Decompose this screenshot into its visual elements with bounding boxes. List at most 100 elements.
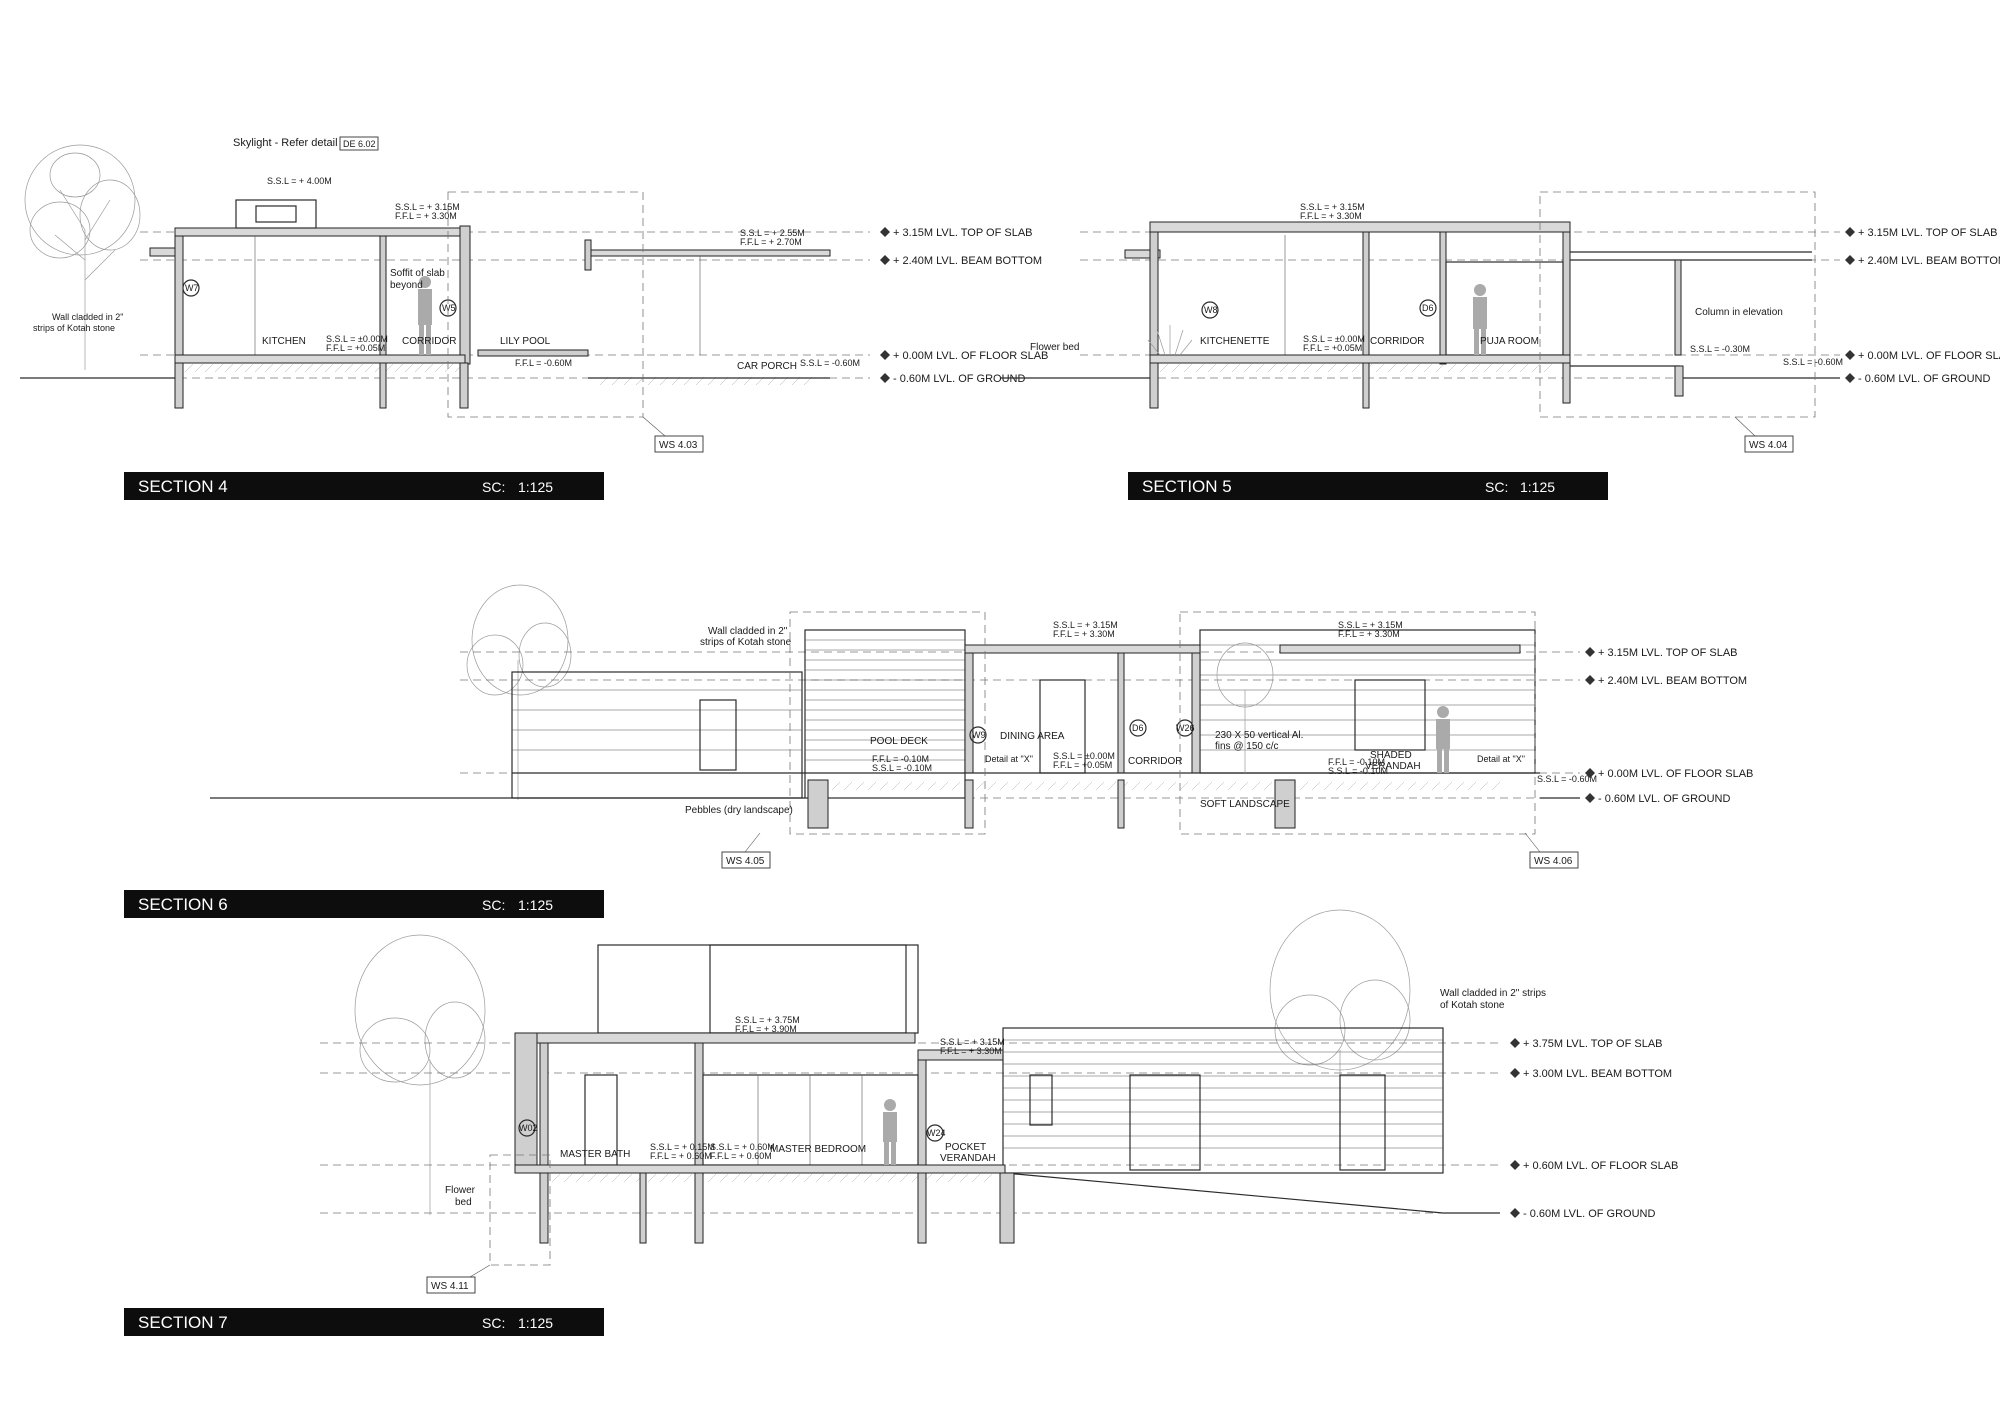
ssl-top-5: S.S.L = + 3.15M — [1300, 202, 1365, 212]
ssl-porch: S.S.L = + 2.55M — [740, 228, 805, 238]
section-6-scale-label: SC: — [482, 897, 505, 913]
ref-ws-4-04: WS 4.04 — [1749, 440, 1788, 451]
level-floor-slab-6: + 0.00M LVL. OF FLOOR SLAB — [1598, 768, 1753, 780]
ssl-top-7: S.S.L = + 3.75M — [735, 1015, 800, 1025]
level-beam-bottom-5: + 2.40M LVL. BEAM BOTTOM — [1858, 255, 2000, 267]
ssl-floor-4: S.S.L = ±0.00M — [326, 334, 388, 344]
pebbles-note: Pebbles (dry landscape) — [685, 805, 793, 816]
ffl-ver: F.F.L = -0.10M — [1328, 757, 1385, 767]
room-master-bath: MASTER BATH — [560, 1149, 630, 1160]
level-top-slab-5: + 3.15M LVL. TOP OF SLAB — [1858, 227, 1998, 239]
level-legend-section-6: + 3.15M LVL. TOP OF SLAB + 2.40M LVL. BE… — [1585, 647, 1753, 805]
section-4-title-bar — [124, 472, 604, 500]
room-car-porch: CAR PORCH — [737, 361, 797, 372]
ssl-bed: S.S.L = + 0.60M — [710, 1142, 775, 1152]
d6-tag-5: D6 — [1422, 303, 1434, 313]
flower-bed-5: Flower bed — [1030, 342, 1079, 353]
soffit-note-b: beyond — [390, 280, 423, 291]
ssl-mid-7: S.S.L = + 3.15M — [940, 1037, 1005, 1047]
ffl-deck: F.F.L = -0.10M — [872, 754, 929, 764]
section-6-scale: 1:125 — [518, 897, 553, 913]
ffl-b-6: F.F.L = + 3.30M — [1338, 629, 1400, 639]
section-5-title: SECTION 5 — [1142, 477, 1232, 496]
section-7-drawing: W02 W24 S.S.L = + 3.75M F.F.L = + 3.90M … — [124, 909, 1546, 1336]
room-verandah-6: VERANDAH — [1365, 761, 1421, 772]
ssl-floor-5: S.S.L = ±0.00M — [1303, 334, 1365, 344]
room-lily-pool: LILY POOL — [500, 336, 551, 347]
room-pocket: POCKET — [945, 1142, 986, 1153]
flower-bed-7: Flower — [445, 1185, 476, 1196]
level-beam-bottom-7: + 3.00M LVL. BEAM BOTTOM — [1523, 1068, 1672, 1080]
ffl-top-5: F.F.L = + 3.30M — [1300, 211, 1362, 221]
column-note: Column in elevation — [1695, 307, 1783, 318]
tree-illustration — [354, 934, 486, 1215]
ssl-deck: S.S.L = -0.10M — [872, 763, 932, 773]
ffl-a-6: F.F.L = + 3.30M — [1053, 629, 1115, 639]
ssl-porch-floor: S.S.L = -0.60M — [800, 358, 860, 368]
section-5-title-bar — [1128, 472, 1608, 500]
section-7-scale-label: SC: — [482, 1315, 505, 1331]
w7-tag: W7 — [185, 283, 199, 293]
level-floor-slab-7: + 0.60M LVL. OF FLOOR SLAB — [1523, 1160, 1678, 1172]
level-legend-section-4: + 3.15M LVL. TOP OF SLAB + 2.40M LVL. BE… — [880, 227, 1048, 385]
skylight-ssl: S.S.L = + 4.00M — [267, 176, 332, 186]
section-4-title: SECTION 4 — [138, 477, 228, 496]
fins-note-b: fins @ 150 c/c — [1215, 741, 1279, 752]
ref-ws-4-11: WS 4.11 — [431, 1281, 469, 1292]
room-kitchenette: KITCHENETTE — [1200, 336, 1270, 347]
section-5-scale-label: SC: — [1485, 479, 1508, 495]
level-floor-slab-4: + 0.00M LVL. OF FLOOR SLAB — [893, 350, 1048, 362]
w8-tag: W8 — [1204, 305, 1218, 315]
room-corridor-4: CORRIDOR — [402, 336, 456, 347]
section-5-drawing: W8 D6 S.S.L = + 3.15M F.F.L = + 3.30M Fl… — [1000, 191, 1843, 500]
section-4-scale-label: SC: — [482, 479, 505, 495]
room-corridor-6: CORRIDOR — [1128, 756, 1182, 767]
skylight-note: Skylight - Refer detail — [233, 137, 338, 149]
level-legend-section-7: + 3.75M LVL. TOP OF SLAB + 3.00M LVL. BE… — [1510, 1038, 1678, 1220]
level-floor-slab-5: + 0.00M LVL. OF FLOOR SLAB — [1858, 350, 2000, 362]
section-6-drawing: W9 D6 W26 Wall cladded in 2" strips of K… — [124, 584, 1597, 918]
section-6-title: SECTION 6 — [138, 895, 228, 914]
ref-ws-4-05: WS 4.05 — [726, 856, 765, 867]
ssl-ver: S.S.L = -0.10M — [1328, 766, 1388, 776]
soffit-note: Soffit of slab — [390, 268, 445, 279]
ssl-right-6: S.S.L = -0.60M — [1537, 774, 1597, 784]
section-7-scale: 1:125 — [518, 1315, 553, 1331]
ffl-pool: F.F.L = -0.60M — [515, 358, 572, 368]
detail-x-b: Detail at "X" — [1477, 754, 1525, 764]
section-4-drawing: W7 W5 Skylight - Refer detail DE 6.02 S.… — [20, 136, 870, 500]
ffl-mid-7: F.F.L = + 3.30M — [940, 1046, 1002, 1056]
room-corridor-5: CORRIDOR — [1370, 336, 1424, 347]
d6-tag-6: D6 — [1132, 723, 1144, 733]
w24-tag: W24 — [927, 1128, 946, 1138]
ssl-bath: S.S.L = + 0.15M — [650, 1142, 715, 1152]
tree-illustration — [24, 144, 141, 370]
wall-clad-note-4: Wall cladded in 2" — [52, 312, 123, 322]
section-7-title: SECTION 7 — [138, 1313, 228, 1332]
room-pool-deck: POOL DECK — [870, 736, 928, 747]
wall-clad-note-6b: strips of Kotah stone — [700, 637, 792, 648]
section-5-scale: 1:125 — [1520, 479, 1555, 495]
ref-ws-4-06: WS 4.06 — [1534, 856, 1573, 867]
room-master-bedroom: MASTER BEDROOM — [770, 1144, 866, 1155]
flower-bed-7b: bed — [455, 1197, 472, 1208]
tree-illustration — [1216, 642, 1274, 773]
soft-landscape: SOFT LANDSCAPE — [1200, 799, 1290, 810]
level-ground-4: - 0.60M LVL. OF GROUND — [893, 373, 1025, 385]
ffl-floor-5: F.F.L = +0.05M — [1303, 343, 1362, 353]
person-figure — [1473, 284, 1487, 355]
ssl-dining: S.S.L = ±0.00M — [1053, 751, 1115, 761]
section-7-title-bar — [124, 1308, 604, 1336]
tree-illustration — [466, 584, 572, 800]
w5-tag: W5 — [442, 303, 456, 313]
level-beam-bottom-4: + 2.40M LVL. BEAM BOTTOM — [893, 255, 1042, 267]
level-legend-section-5: + 3.15M LVL. TOP OF SLAB + 2.40M LVL. BE… — [1845, 227, 2000, 385]
ssl-ground-5: S.S.L = -0.60M — [1783, 357, 1843, 367]
w26-tag: W26 — [1176, 723, 1195, 733]
w9-tag: W9 — [972, 730, 986, 740]
person-figure — [1436, 706, 1450, 773]
detail-x-a: Detail at "X" — [985, 754, 1033, 764]
room-puja: PUJA ROOM — [1480, 336, 1539, 347]
level-top-slab-4: + 3.15M LVL. TOP OF SLAB — [893, 227, 1033, 239]
